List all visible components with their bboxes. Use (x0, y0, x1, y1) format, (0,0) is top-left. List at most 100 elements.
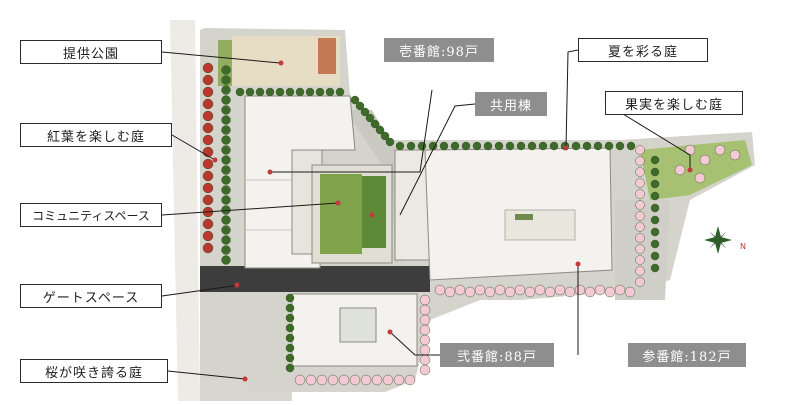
tree-icon (474, 284, 486, 296)
tree-icon (202, 218, 214, 230)
tree-icon (484, 286, 496, 298)
tree-icon (417, 141, 427, 151)
tree-icon (544, 286, 556, 298)
svg-text:N: N (740, 242, 746, 251)
tree-icon (385, 137, 395, 147)
tree-icon (275, 87, 285, 97)
tree-icon (285, 353, 295, 363)
tree-icon (604, 141, 614, 151)
tree-icon (614, 284, 626, 296)
tree-icon (404, 374, 416, 386)
tree-icon (221, 65, 231, 75)
tree-markers (202, 62, 741, 386)
label-shared-building: 共用棟 (475, 92, 547, 116)
tree-icon (221, 255, 231, 265)
tree-icon (584, 286, 596, 298)
tree-icon (245, 87, 255, 97)
tree-icon (635, 244, 645, 254)
tree-icon (285, 333, 295, 343)
tree-icon (714, 144, 726, 156)
tree-icon (221, 95, 231, 105)
tree-icon (327, 374, 339, 386)
tree-icon (582, 141, 592, 151)
tree-icon (202, 242, 214, 254)
tree-icon (419, 294, 431, 306)
tree-icon (371, 374, 383, 386)
tree-icon (202, 74, 214, 86)
tree-icon (393, 374, 405, 386)
tree-icon (202, 230, 214, 242)
tree-icon (365, 113, 375, 123)
tree-icon (650, 167, 660, 177)
tree-icon (650, 227, 660, 237)
tree-icon (650, 263, 660, 273)
tree-icon (202, 122, 214, 134)
tree-icon (454, 284, 466, 296)
tree-icon (505, 141, 515, 151)
tree-icon (504, 286, 516, 298)
label-community-space: コミュニティスペース (20, 203, 162, 227)
tree-icon (360, 107, 370, 117)
tree-icon (419, 324, 431, 336)
tree-icon (650, 155, 660, 165)
tree-icon (635, 156, 645, 166)
label-building-1: 壱番館:98戸 (384, 38, 494, 62)
tree-icon (635, 233, 645, 243)
label-park: 提供公園 (20, 40, 162, 64)
tree-icon (554, 284, 566, 296)
tree-icon (221, 135, 231, 145)
tree-icon (221, 85, 231, 95)
label-building-2: 弐番館:88戸 (440, 343, 554, 367)
tree-icon (221, 195, 231, 205)
tree-icon (221, 115, 231, 125)
tree-icon (635, 266, 645, 276)
tree-icon (494, 141, 504, 151)
tree-icon (375, 125, 385, 135)
tree-icon (524, 286, 536, 298)
tree-icon (202, 86, 214, 98)
tree-icon (325, 87, 335, 97)
tree-icon (419, 344, 431, 356)
tree-icon (285, 303, 295, 313)
tree-icon (221, 165, 231, 175)
tree-icon (255, 87, 265, 97)
driveway (345, 110, 410, 262)
label-autumn-garden: 紅葉を楽しむ庭 (20, 123, 172, 147)
tree-icon (464, 286, 476, 298)
tree-icon (534, 284, 546, 296)
tree-icon (434, 284, 446, 296)
tree-icon (729, 149, 741, 161)
tree-icon (444, 286, 456, 298)
park-lawn-strip (218, 40, 232, 86)
tree-icon (564, 286, 576, 298)
tree-icon (514, 284, 526, 296)
tree-icon (285, 323, 295, 333)
tree-icon (202, 182, 214, 194)
tree-icon (635, 200, 645, 210)
tree-icon (285, 313, 295, 323)
tree-icon (516, 141, 526, 151)
tree-icon (650, 239, 660, 249)
tree-icon (650, 191, 660, 201)
label-gate-space: ゲートスペース (20, 284, 162, 308)
tree-icon (285, 293, 295, 303)
tree-icon (316, 374, 328, 386)
park-playground (318, 38, 336, 74)
tree-icon (305, 374, 317, 386)
tree-icon (571, 141, 581, 151)
left-street (170, 20, 200, 401)
tree-icon (461, 141, 471, 151)
tree-icon (450, 141, 460, 151)
tree-icon (221, 235, 231, 245)
tree-icon (380, 131, 390, 141)
tree-icon (285, 363, 295, 373)
tree-icon (221, 175, 231, 185)
courtyard-lawn (320, 174, 362, 254)
tree-icon (221, 155, 231, 165)
building-2-courtyard (339, 307, 377, 343)
tree-icon (406, 141, 416, 151)
tree-icon (624, 286, 636, 298)
tree-icon (650, 251, 660, 261)
label-fruit-garden: 果実を楽しむ庭 (605, 91, 743, 115)
